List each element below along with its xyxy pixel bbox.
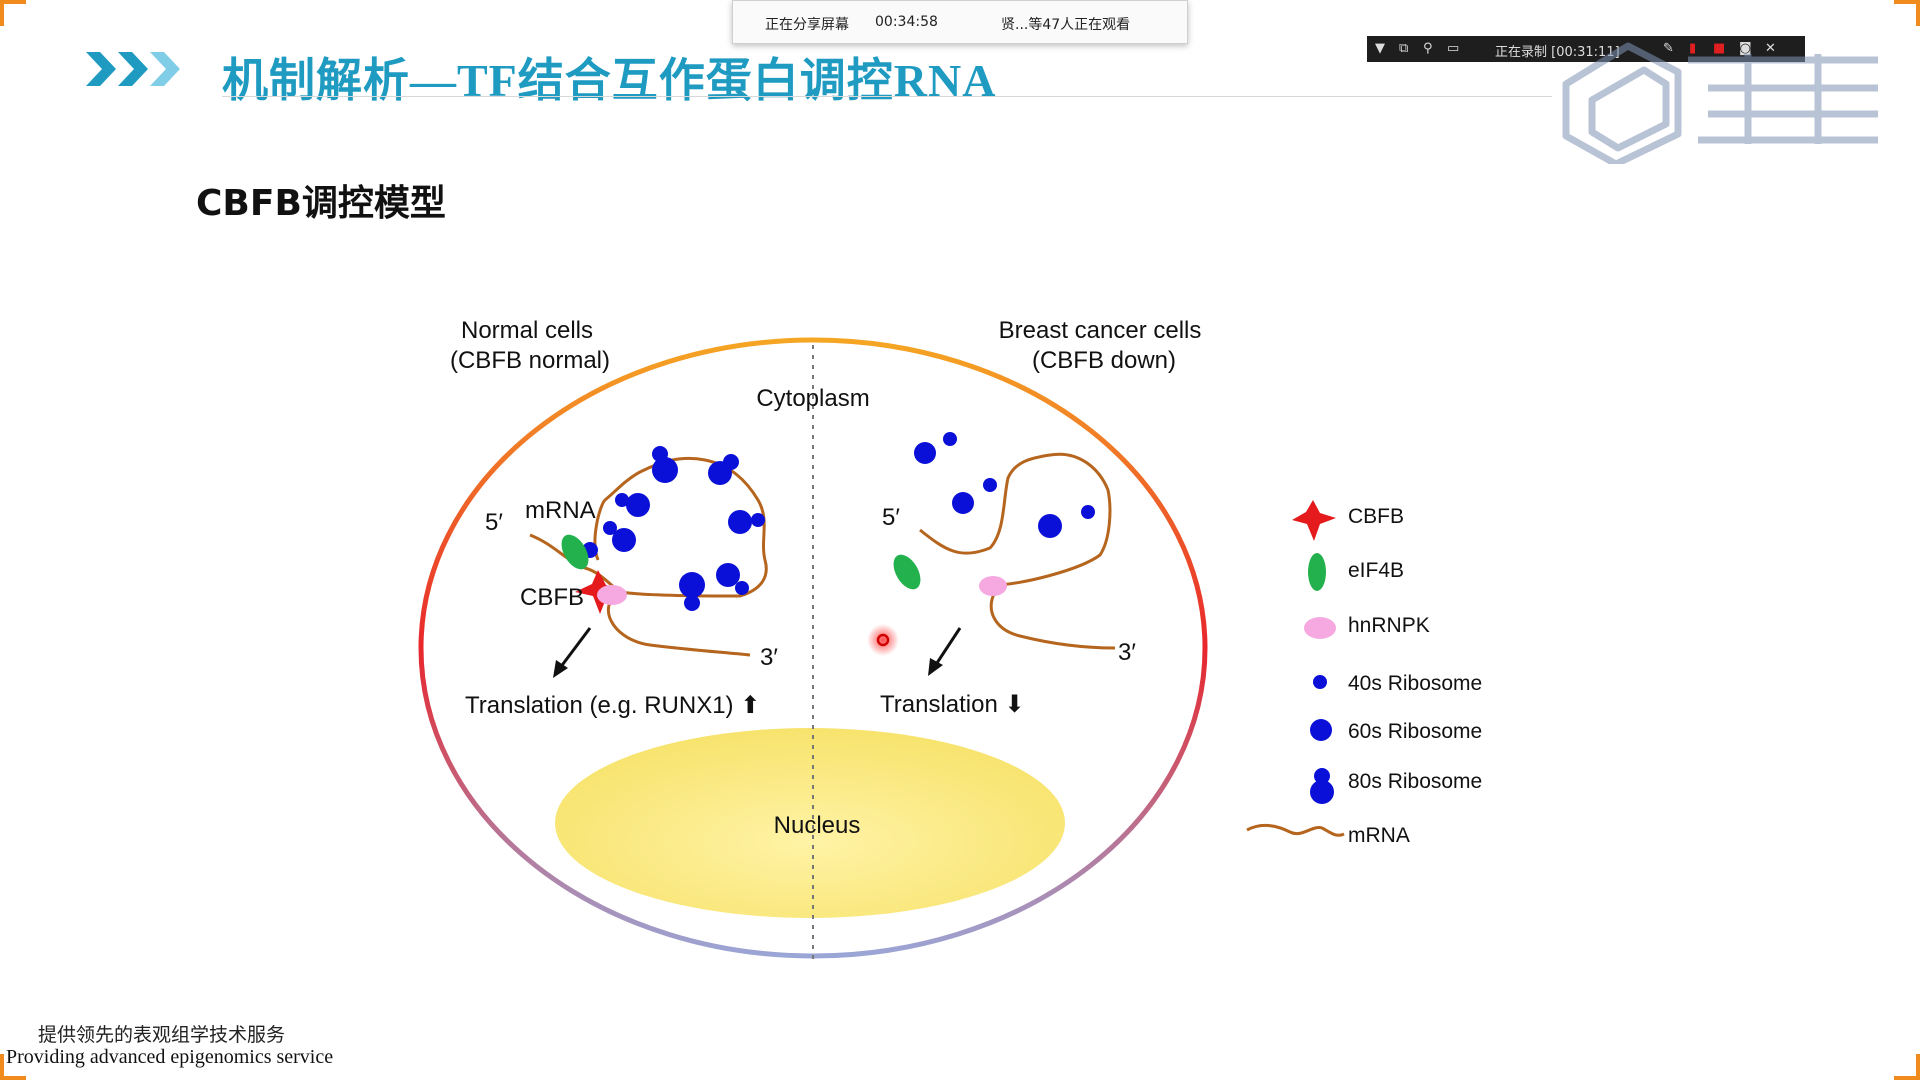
right-translation-label: Translation ⬇ <box>880 691 1025 718</box>
right-5prime-label: 5′ <box>882 504 900 531</box>
dropdown-icon[interactable]: ▼ <box>1375 41 1385 56</box>
cursor-highlight <box>867 624 899 656</box>
footer-english: Providing advanced epigenomics service <box>6 1046 334 1068</box>
right-eif4b <box>893 554 921 590</box>
legend-label-60s: 60s Ribosome <box>1348 720 1482 743</box>
right-3prime-label: 3′ <box>1118 639 1136 666</box>
close-icon[interactable]: ✕ <box>1765 41 1776 56</box>
screen-icon[interactable]: ▭ <box>1447 41 1460 56</box>
stop-icon[interactable]: ■ <box>1713 41 1726 56</box>
legend-label-eif4b: eIF4B <box>1348 559 1404 582</box>
left-5prime-label: 5′ <box>485 509 503 536</box>
right-arrow <box>928 627 962 676</box>
pink-ellipse-icon <box>1304 617 1336 639</box>
chevrons-icon <box>86 52 180 86</box>
left-3prime-label: 3′ <box>760 644 778 671</box>
wavy-line-icon <box>1246 824 1345 837</box>
left-cbfb-label: CBFB <box>520 584 584 611</box>
share-viewers[interactable]: 贤...等47人正在观看 <box>1001 17 1131 33</box>
left-header-line2: (CBFB normal) <box>450 347 610 374</box>
title-divider <box>222 96 1552 97</box>
marker-icon[interactable]: ▮ <box>1689 41 1697 56</box>
legend-label-40s: 40s Ribosome <box>1348 672 1482 695</box>
right-hnrnpk <box>979 576 1007 596</box>
frame-corner-bottom-left <box>0 1054 26 1080</box>
right-ribosomes <box>914 432 1095 538</box>
screen-share-bar[interactable]: 正在分享屏幕 00:34:58 贤...等47人正在观看 <box>732 0 1188 44</box>
left-hnrnpk <box>597 585 627 605</box>
recording-status: 正在录制 [00:31:11] <box>1495 45 1620 60</box>
frame-corner-top-left <box>0 0 26 26</box>
left-translation-label: Translation (e.g. RUNX1) ⬆ <box>465 692 760 719</box>
right-header-line1: Breast cancer cells <box>999 317 1202 344</box>
window-icon[interactable]: ⧉ <box>1399 41 1409 56</box>
left-mrna-strand <box>529 456 768 657</box>
star-icon <box>1292 500 1336 541</box>
slide-title: 机制解析—TF结合互作蛋白调控RNA <box>222 55 997 106</box>
left-header-line1: Normal cells <box>461 317 593 344</box>
right-header-line2: (CBFB down) <box>1032 347 1176 374</box>
pen-icon[interactable]: ✎ <box>1663 41 1674 56</box>
frame-corner-bottom-right <box>1894 1054 1920 1080</box>
frame-corner-top-right <box>1894 0 1920 26</box>
cytoplasm-label: Cytoplasm <box>756 385 869 412</box>
camera-icon[interactable]: ◙ <box>1739 41 1752 56</box>
legend-label-hnrnpk: hnRNPK <box>1348 614 1430 637</box>
share-time: 00:34:58 <box>875 14 938 30</box>
left-ribosomes <box>582 446 765 611</box>
footer-chinese: 提供领先的表观组学技术服务 <box>38 1024 286 1046</box>
right-mrna-strand <box>919 452 1116 650</box>
double-dot-icon <box>1310 768 1334 804</box>
nucleus-label: Nucleus <box>774 812 861 839</box>
model-subtitle: CBFB调控模型 <box>196 183 446 224</box>
legend: CBFB eIF4B hnRNPK 40s Ribosome 60s Ribos… <box>1246 500 1482 847</box>
watermark-logo <box>1562 42 1878 164</box>
green-ellipse-icon <box>1308 553 1326 591</box>
share-status: 正在分享屏幕 <box>765 17 849 33</box>
left-mrna-label: mRNA <box>525 497 596 524</box>
nucleus <box>555 728 1065 918</box>
left-arrow <box>553 627 592 678</box>
small-dot-icon <box>1313 675 1327 689</box>
large-dot-icon <box>1310 719 1332 741</box>
zoom-icon[interactable]: ⚲ <box>1423 41 1433 56</box>
legend-label-cbfb: CBFB <box>1348 505 1404 528</box>
left-eif4b <box>561 534 589 570</box>
legend-label-mrna: mRNA <box>1348 824 1410 847</box>
legend-label-80s: 80s Ribosome <box>1348 770 1482 793</box>
